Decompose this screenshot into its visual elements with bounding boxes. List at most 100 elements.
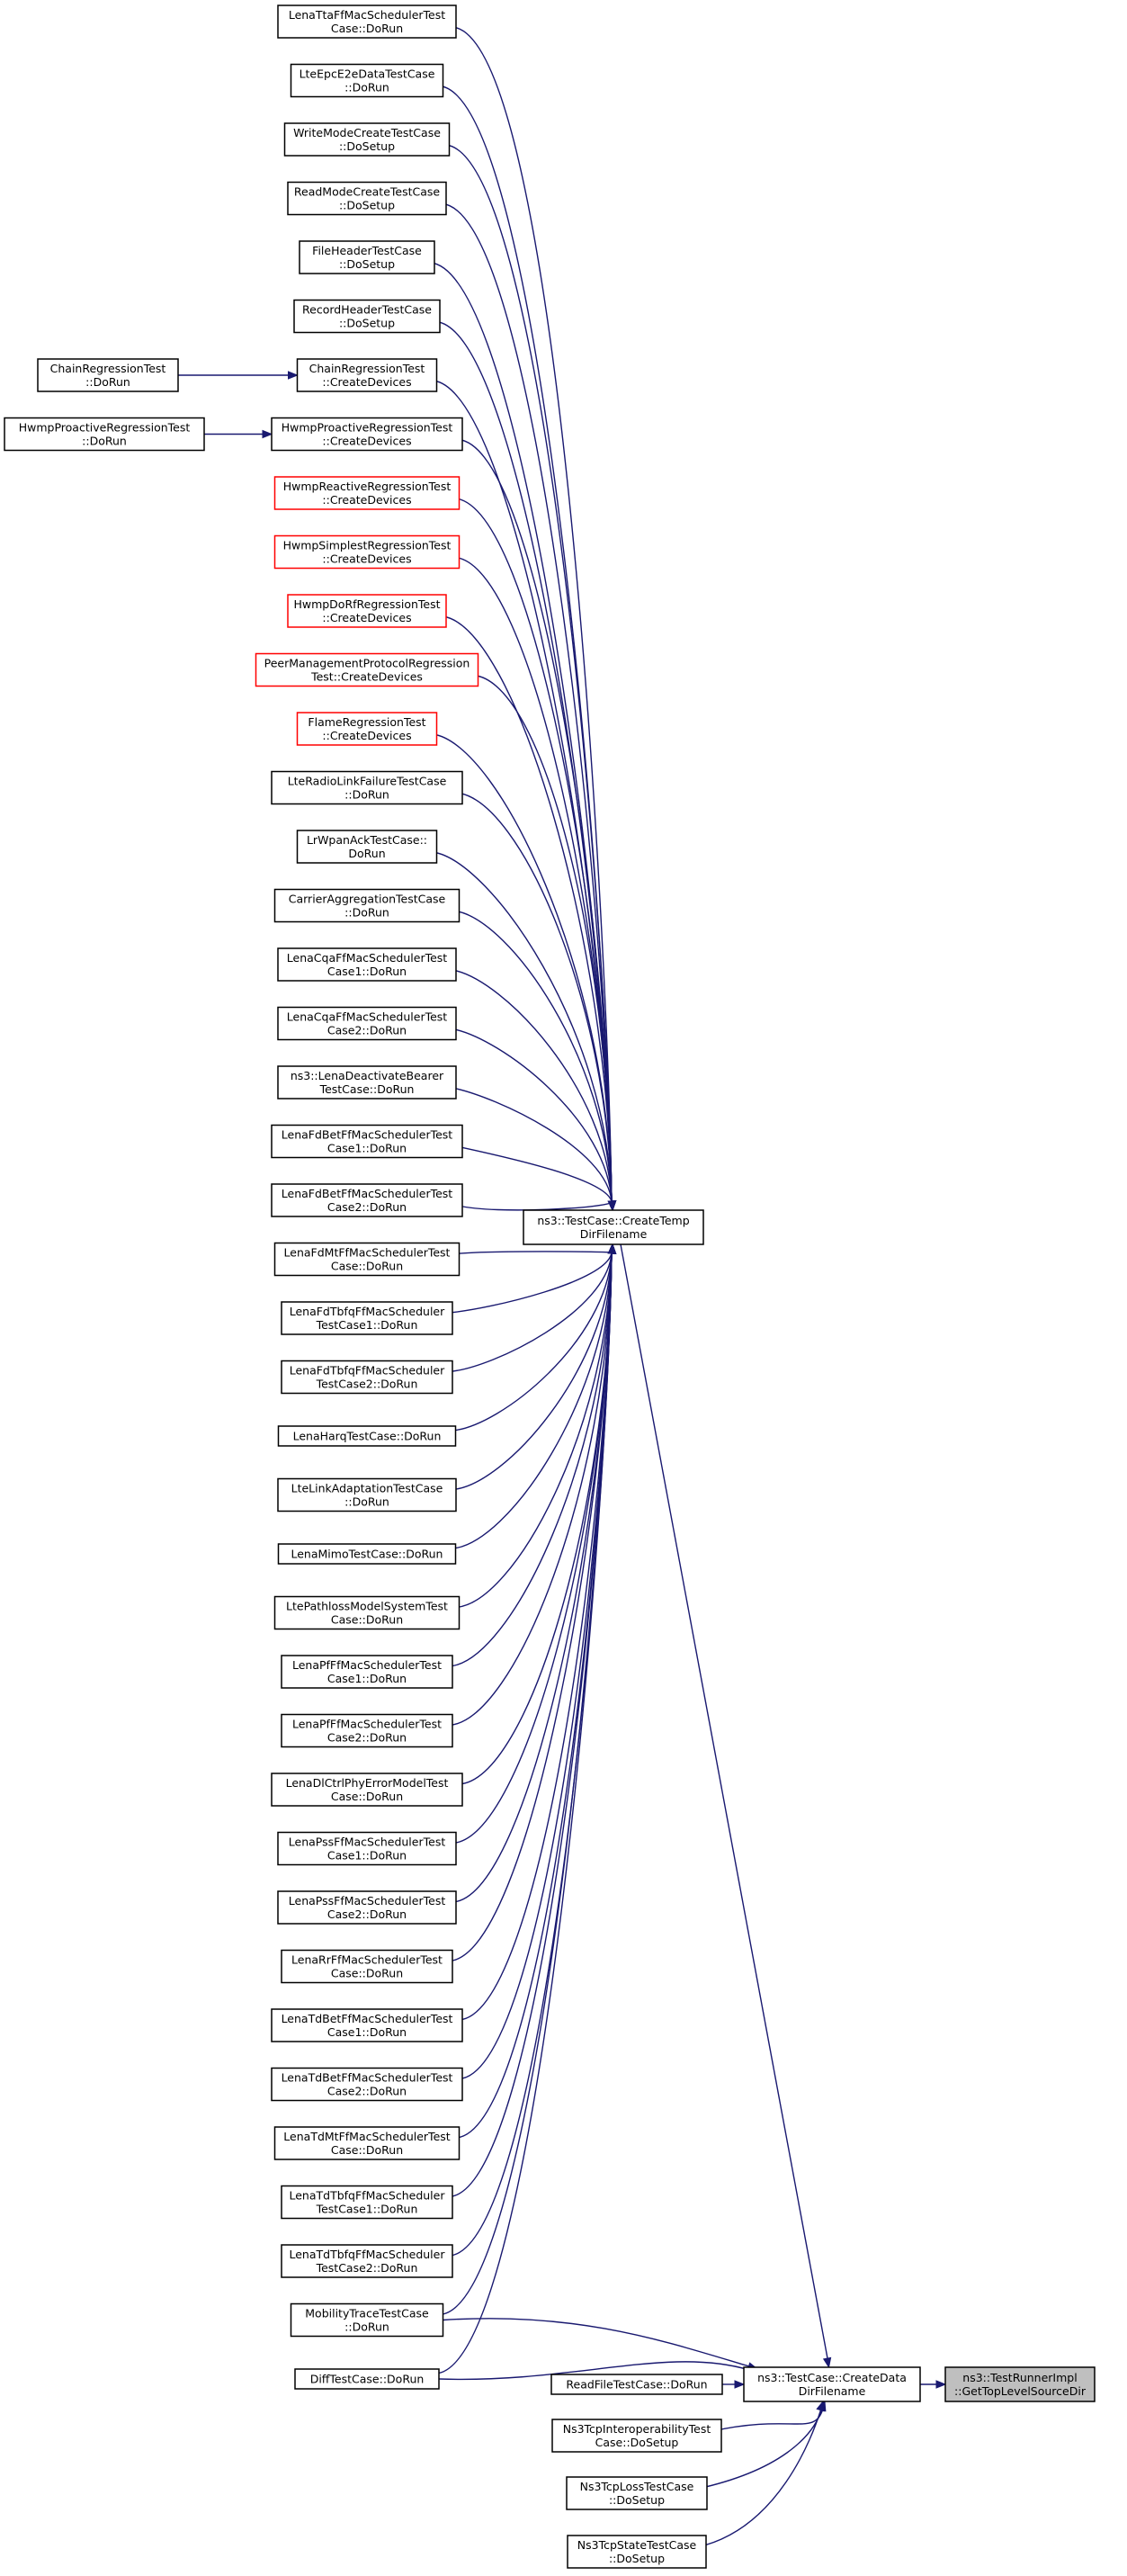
caller-mobilitytracetestcase-dorun[interactable]: MobilityTraceTestCase::DoRun (290, 2302, 444, 2338)
node-label: Ns3TcpLossTestCase (580, 2480, 694, 2493)
data-caller-ns3tcpstatetestcase-dosetup[interactable]: Ns3TcpStateTestCase::DoSetup (567, 2535, 707, 2569)
node-label: LenaPssFfMacSchedulerTest (289, 1836, 446, 1849)
node-box (743, 2366, 921, 2402)
node-label: ::CreateDevices (322, 435, 411, 448)
node-label: ::DoRun (82, 435, 127, 448)
node-label: Case1::DoRun (327, 1849, 407, 1862)
caller-hwmpdorfregressiontest-createdevices[interactable]: HwmpDoRfRegressionTest::CreateDevices (287, 594, 447, 628)
caller-difftestcase-dorun[interactable]: DiffTestCase::DoRun (294, 2368, 440, 2390)
caller-fileheadertestcase-dosetup[interactable]: FileHeaderTestCase::DoSetup (299, 240, 435, 274)
node-label: LenaRrFfMacSchedulerTest (291, 1953, 443, 1967)
node-box (296, 358, 438, 392)
call-edges (178, 26, 947, 2548)
node-label: ::DoSetup (339, 257, 395, 271)
node-label: RecordHeaderTestCase (302, 303, 432, 317)
edge-temp-to-data (620, 1243, 828, 2359)
node-label: ns3::LenaDeactivateBearer (291, 1069, 444, 1082)
caller-lteradiolinkfailuretestcase-dorun[interactable]: LteRadioLinkFailureTestCase::DoRun (271, 770, 463, 805)
target-ns3-testrunnerimpl-gettoplevelsourcedir[interactable]: ns3::TestRunnerImpl::GetTopLevelSourceDi… (944, 2366, 1096, 2402)
node-box (277, 1831, 457, 1866)
node-label: ::DoSetup (339, 199, 395, 212)
caller-hwmpsimplestregressiontest-createdevices[interactable]: HwmpSimplestRegressionTest::CreateDevice… (273, 534, 461, 570)
node-box (273, 534, 461, 570)
node-box (551, 2419, 722, 2453)
edge-to-create-temp (433, 851, 613, 1203)
caller-lrwpanacktestcase-dorun[interactable]: LrWpanAckTestCase::DoRun (296, 830, 438, 864)
node-box (281, 2244, 453, 2278)
caller-lenaharqtestcase-dorun[interactable]: LenaHarqTestCase::DoRun (277, 1425, 457, 1447)
node-label: ChainRegressionTest (309, 362, 425, 375)
caller-peermanagementprotocolregressiontest-createdevices[interactable]: PeerManagementProtocolRegressionTest::Cr… (255, 652, 479, 687)
caller-lenamimotestcase-dorun[interactable]: LenaMimoTestCase::DoRun (277, 1543, 457, 1565)
caller-recordheadertestcase-dosetup[interactable]: RecordHeaderTestCase::DoSetup (293, 299, 441, 334)
node-label: LteRadioLinkFailureTestCase (288, 775, 447, 788)
node-box (277, 1425, 457, 1447)
node-box (273, 1595, 461, 1630)
node-label: DirFilename (799, 2384, 866, 2398)
node-label: Case1::DoRun (327, 1672, 407, 1685)
arrowhead (822, 2356, 832, 2369)
data-caller-readfiletestcase-dorun[interactable]: ReadFileTestCase::DoRun (550, 2374, 723, 2395)
node-box (277, 1543, 457, 1565)
node-label: LrWpanAckTestCase:: (307, 833, 427, 847)
node-label: ::DoRun (344, 2320, 389, 2334)
node-label: WriteModeCreateTestCase (293, 126, 441, 139)
caller-chainregressiontest-createdevices[interactable]: ChainRegressionTest::CreateDevices (296, 358, 438, 392)
caller-ltelinkadaptationtestcase-dorun[interactable]: LteLinkAdaptationTestCase::DoRun (277, 1477, 457, 1512)
caller-readmodecreatetestcase-dosetup[interactable]: ReadModeCreateTestCase::DoSetup (287, 181, 447, 216)
node-label: LenaFdTbfqFfMacScheduler (290, 1364, 445, 1378)
edge-to-create-temp (452, 26, 613, 1203)
left-caller-chainregressiontest-dorun[interactable]: ChainRegressionTest::DoRun (37, 358, 179, 392)
edge-to-create-temp (458, 1252, 613, 2080)
node-label: ::DoSetup (339, 139, 395, 153)
edge-to-create-temp (452, 1252, 613, 1491)
edge-to-create-temp (442, 615, 613, 1203)
edge-to-create-temp (448, 1252, 613, 2257)
node-label: ::CreateDevices (322, 552, 411, 566)
call-nodes: ns3::TestCase::CreateTempDirFilenamens3:… (4, 4, 1096, 2569)
node-label: LenaPfFfMacSchedulerTest (292, 1658, 442, 1672)
caller-hwmpproactiveregressiontest-createdevices[interactable]: HwmpProactiveRegressionTest::CreateDevic… (271, 417, 463, 452)
edge-data-caller (711, 2408, 824, 2432)
caller-writemodecreatetestcase-dosetup[interactable]: WriteModeCreateTestCase::DoSetup (283, 122, 451, 157)
data-caller-ns3tcplosstestcase-dosetup[interactable]: Ns3TcpLossTestCase::DoSetup (566, 2476, 708, 2510)
node-label: DoRun (348, 847, 385, 860)
left-caller-hwmpproactiveregressiontest-dorun[interactable]: HwmpProactiveRegressionTest::DoRun (4, 417, 205, 452)
caller-lteepce2edatatestcase-dorun[interactable]: LteEpcE2eDataTestCase::DoRun (290, 63, 444, 98)
caller-flameregressiontest-createdevices[interactable]: FlameRegressionTest::CreateDevices (296, 712, 438, 746)
node-label: LteEpcE2eDataTestCase (300, 67, 435, 81)
node-label: ::DoRun (344, 788, 389, 802)
node-label: Ns3TcpStateTestCase (577, 2538, 697, 2552)
edge-to-create-temp (452, 1252, 613, 1549)
caller-carrieraggregationtestcase-dorun[interactable]: CarrierAggregationTestCase::DoRun (273, 888, 461, 923)
edge-to-create-temp (448, 1252, 613, 1667)
caller-hwmpreactiveregressiontest-createdevices[interactable]: HwmpReactiveRegressionTest::CreateDevice… (273, 476, 461, 510)
node-label: LenaMimoTestCase::DoRun (291, 1548, 443, 1561)
node-label: MobilityTraceTestCase (305, 2307, 429, 2320)
node-box (273, 1242, 461, 1277)
